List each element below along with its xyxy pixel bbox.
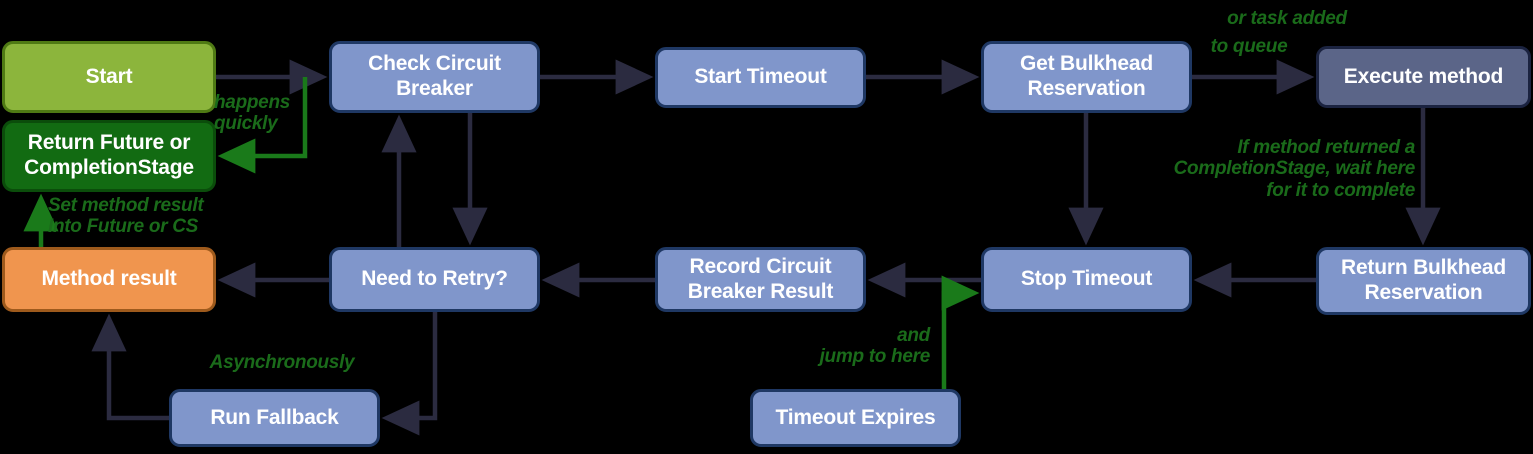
node-stop-timeout-label: Stop Timeout (1020, 267, 1153, 291)
edge-run-fallback-to-method-result (91, 313, 169, 421)
node-execute-method[interactable]: Execute method (1316, 46, 1531, 108)
edge-timeout-expires-to-stop-timeout (941, 275, 980, 389)
node-get-bulkhead-reservation[interactable]: Get Bulkhead Reservation (981, 41, 1192, 113)
node-return-bulkhead-reservation[interactable]: Return Bulkhead Reservation (1316, 247, 1531, 315)
node-method-result-label: Method result (41, 267, 177, 291)
node-record-circuit-breaker-result-label: Record Circuit Breaker Result (687, 254, 834, 303)
node-run-fallback[interactable]: Run Fallback (169, 389, 380, 447)
node-run-fallback-label: Run Fallback (210, 405, 339, 429)
node-return-future-label: Return Future or CompletionStage (24, 131, 194, 179)
node-timeout-expires[interactable]: Timeout Expires (750, 389, 961, 447)
edge-label-and-jump-to-here: and jump to here (819, 325, 931, 368)
node-start-timeout[interactable]: Start Timeout (655, 47, 866, 108)
node-record-circuit-breaker-result[interactable]: Record Circuit Breaker Result (655, 247, 866, 312)
node-need-to-retry-label: Need to Retry? (361, 267, 508, 291)
edge-label-set-method-result: Set method result Into Future or CS (48, 195, 204, 238)
node-execute-method-label: Execute method (1343, 64, 1504, 88)
node-method-result[interactable]: Method result (2, 247, 216, 312)
node-stop-timeout[interactable]: Stop Timeout (981, 247, 1192, 312)
edge-branch-to-return-future (217, 77, 308, 174)
node-check-circuit-breaker-label: Check Circuit Breaker (368, 52, 501, 100)
edge-label-completionstage-wait: If method returned a CompletionStage, wa… (1173, 137, 1416, 201)
edge-need-retry-to-run-fallback (381, 312, 438, 436)
edge-label-asynchronously: Asynchronously (209, 352, 355, 373)
node-return-future[interactable]: Return Future or CompletionStage (2, 120, 216, 192)
node-check-circuit-breaker[interactable]: Check Circuit Breaker (329, 41, 540, 113)
node-start-label: Start (85, 64, 133, 88)
node-timeout-expires-label: Timeout Expires (775, 405, 936, 429)
node-start-timeout-label: Start Timeout (694, 65, 827, 89)
edge-label-or-task-added: or task added (1227, 8, 1347, 29)
edge-label-to-queue: to queue (1210, 36, 1288, 57)
node-start[interactable]: Start (2, 41, 216, 113)
edge-label-happens-quickly: happens quickly (214, 92, 291, 135)
node-need-to-retry[interactable]: Need to Retry? (329, 247, 540, 312)
node-get-bulkhead-reservation-label: Get Bulkhead Reservation (1020, 52, 1153, 100)
node-return-bulkhead-reservation-label: Return Bulkhead Reservation (1340, 256, 1507, 304)
